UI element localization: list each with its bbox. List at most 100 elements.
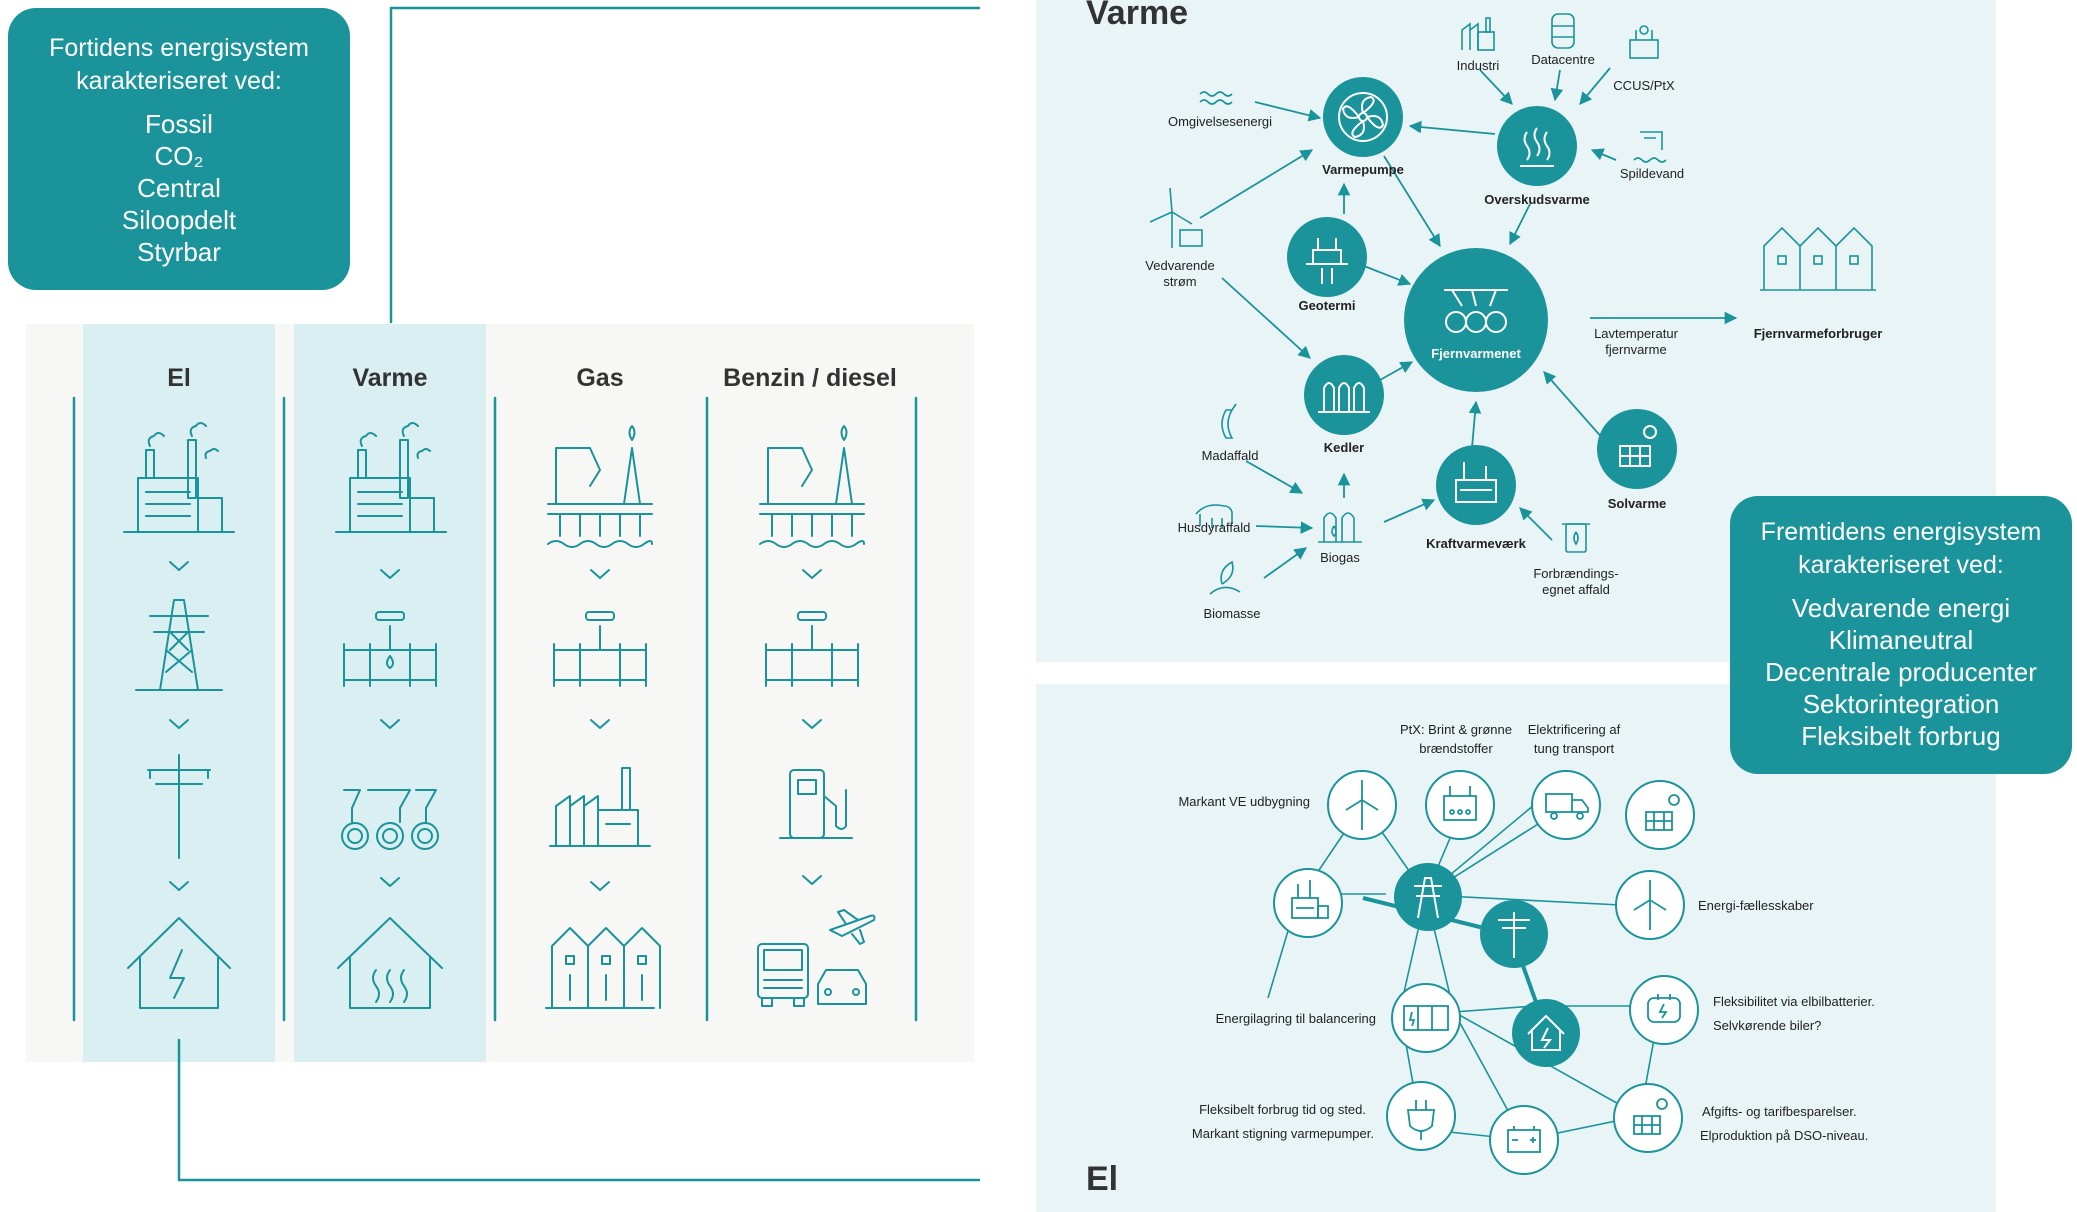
column-header-benzin: Benzin / diesel [723,364,897,392]
ptx-factory-icon [1443,786,1477,821]
label-lavtemperatur-2: fjernvarme [1605,342,1666,357]
district-heating-pipes-icon [1444,289,1508,333]
chevron-down-icon [802,719,822,729]
future-item: Vedvarende energi [1791,593,2011,623]
label-solvarme: Solvarme [1608,496,1667,511]
flow-arrow [1519,507,1553,541]
label-fleks-elbil-2: Selvkørende biler? [1713,1018,1821,1033]
transmission-tower-icon [1414,877,1442,919]
label-ptx-2: brændstoffer [1419,741,1493,756]
label-geotermi: Geotermi [1298,298,1355,313]
power-pole-icon [1498,912,1530,958]
label-forbraending-2: egnet affald [1542,582,1610,597]
past-item: Siloopdelt [121,205,237,235]
label-fjernvarmeforbruger: Fjernvarmeforbruger [1754,326,1883,341]
ccus-icon [1629,25,1659,59]
industry-icon [1461,17,1495,51]
label-kedler: Kedler [1324,440,1364,455]
column-header-el: El [167,364,191,392]
dso-solar-node [1613,1083,1683,1153]
past-item: Fossil [145,109,213,139]
flow-arrow [1221,277,1311,359]
chevron-down-icon [380,569,400,579]
battery-storage-node [1391,983,1461,1053]
label-madaffald: Madaffald [1202,448,1259,463]
kedler-node [1304,355,1384,435]
offshore-rig-icon [759,425,865,548]
varmepumpe-node [1323,77,1403,157]
el-diagram: PtX: Brint & grønne brændstoffer Elektri… [1178,722,1875,1175]
varme-title: Varme [1086,0,1189,32]
chevron-down-icon [802,569,822,579]
chevron-down-icon [380,877,400,887]
district-heating-pipes-icon [341,789,439,850]
solar-panel-icon [1619,425,1657,467]
wastewater-icon [1633,131,1667,163]
chevron-down-icon [380,719,400,729]
kraftvarmevaerk-node [1436,445,1516,525]
el-title: El [1086,1160,1119,1198]
row-houses-icon [1760,226,1876,291]
network-link [1453,1005,1535,1013]
past-characteristics-box: Fortidens energisystem karakteriseret ve… [8,8,350,290]
past-box-items: Fossil CO₂ Central Siloopdelt Styrbar [8,108,350,268]
label-omgivelsesenergi: Omgivelsesenergi [1168,114,1272,129]
flow-arrow [1509,203,1531,246]
label-spildevand: Spildevand [1620,166,1684,181]
label-vedvarende: Vedvarende [1145,258,1214,273]
label-fleks-forbrug-2: Markant stigning varmepumper. [1192,1126,1374,1141]
past-item: CO₂ [154,141,204,171]
label-markant-ve: Markant VE udbygning [1178,794,1310,809]
label-datacentre: Datacentre [1531,52,1595,67]
truck-icon [1545,793,1589,820]
wind-turbine-icon [1149,187,1203,248]
vehicles-icon [757,909,876,1007]
heat-waves-icon [1520,127,1554,167]
label-biogas: Biogas [1320,550,1360,565]
livestock-icon [1195,504,1233,528]
label-overskudsvarme: Overskudsvarme [1484,192,1590,207]
factory-icon [1291,880,1329,919]
power-pole-icon [147,754,211,859]
chevron-down-icon [590,881,610,891]
industry-icon [549,767,651,847]
flow-arrow [1468,400,1482,449]
chevron-down-icon [169,881,189,891]
battery-storage-icon [1403,1005,1449,1031]
wind-turbine-icon [1345,780,1379,830]
flow-arrow [1245,460,1304,494]
solar-node [1625,780,1695,850]
boilers-icon [1318,382,1370,413]
ptx-node [1425,770,1495,840]
pipe-valve-icon [765,611,859,687]
label-elektrificering-2: tung transport [1534,741,1615,756]
future-item: Sektorintegration [1802,689,2000,719]
fuel-pump-icon [779,769,853,839]
future-item: Decentrale producenter [1765,657,2037,687]
pipe-valve-icon [553,611,647,687]
flow-arrow [1383,498,1436,523]
chevron-down-icon [169,561,189,571]
chp-plant-icon [1455,462,1497,503]
label-lagring: Energilagring til balancering [1216,1011,1376,1026]
ambient-waves-icon [1199,91,1233,105]
future-item: Klimaneutral [1828,625,1974,655]
past-item: Styrbar [137,237,221,267]
label-afgifts: Afgifts- og tarifbesparelser. [1702,1104,1857,1119]
label-lavtemperatur: Lavtemperatur [1594,326,1678,341]
label-elektrificering: Elektrificering af [1528,722,1621,737]
house-heat-icon [337,917,443,1009]
label-industri: Industri [1457,58,1500,73]
label-afgifts-2: Elproduktion på DSO-niveau. [1700,1128,1868,1143]
house-icon [1527,1014,1565,1051]
chevron-down-icon [590,719,610,729]
column-header-gas: Gas [576,364,624,392]
flow-arrow [1263,547,1308,579]
food-waste-icon [1221,403,1237,439]
truck-node [1531,770,1601,840]
label-fleks-elbil: Fleksibilitet via elbilbatterier. [1713,994,1875,1009]
flex-plug-node [1386,1081,1456,1151]
flow-arrow [1363,265,1412,286]
label-faellesskaber: Energi-fællesskaber [1698,898,1814,913]
waste-bin-icon [1562,523,1590,553]
